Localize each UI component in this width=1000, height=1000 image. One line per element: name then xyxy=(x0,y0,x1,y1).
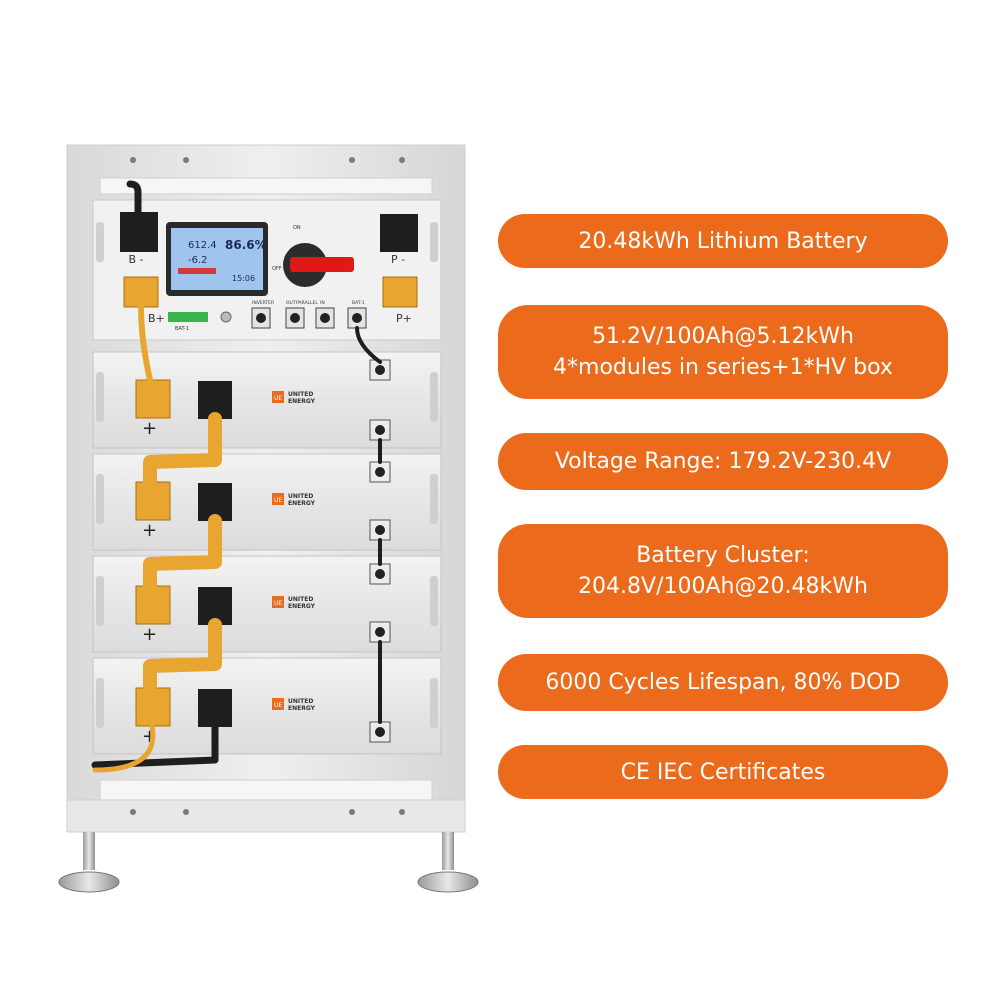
terminal-p-minus xyxy=(380,214,418,252)
rotary-isolator-switch: ON OFF xyxy=(272,225,354,287)
terminal-p-plus-label: P+ xyxy=(396,312,412,325)
svg-text:UNITED: UNITED xyxy=(288,493,313,500)
terminal-b-minus-label: B - xyxy=(128,253,143,266)
terminal-b-minus xyxy=(120,212,158,252)
feature-text: 20.48kWh Lithium Battery xyxy=(578,228,868,254)
feature-pill-battery-cluster: Battery Cluster: 204.8V/100Ah@20.48kWh xyxy=(498,524,948,618)
feature-text: Battery Cluster: xyxy=(636,543,810,568)
port-label-parallel: PARALLEL xyxy=(296,300,318,306)
lcd-time: 15:06 xyxy=(232,274,255,283)
port-label-inverter: INVERTER xyxy=(252,300,274,306)
feature-pill-certificates: CE IEC Certificates xyxy=(498,745,948,799)
brand-logo: UE UNITED ENERGY xyxy=(272,391,316,405)
svg-text:UE: UE xyxy=(274,497,282,504)
svg-text:UE: UE xyxy=(274,395,282,402)
svg-text:UNITED: UNITED xyxy=(288,698,313,705)
svg-text:UNITED: UNITED xyxy=(288,596,313,603)
terminal-b-plus-connector xyxy=(123,276,159,308)
feature-pill-module-spec: 51.2V/100Ah@5.12kWh 4*modules in series+… xyxy=(498,305,948,399)
power-cables xyxy=(91,180,382,773)
brand-logo: UE UNITED ENERGY xyxy=(272,596,316,610)
lcd-soc: 86.6% xyxy=(225,238,267,252)
svg-text:UE: UE xyxy=(274,600,282,607)
module-plus-label: + xyxy=(142,418,157,439)
brand-logo: UE UNITED ENERGY xyxy=(272,493,316,507)
feature-text: 204.8V/100Ah@20.48kWh xyxy=(578,574,868,599)
feature-text: 51.2V/100Ah@5.12kWh xyxy=(592,324,854,349)
feature-pill-capacity: 20.48kWh Lithium Battery xyxy=(498,214,948,268)
feature-text: 4*modules in series+1*HV box xyxy=(553,355,893,380)
green-terminal-label: BAT-1 xyxy=(175,326,189,332)
port-label-in: IN xyxy=(320,300,325,306)
terminal-b-plus-label: B+ xyxy=(148,312,165,325)
lcd-voltage: 612.4 xyxy=(188,240,217,251)
feature-text: Voltage Range: 179.2V-230.4V xyxy=(554,449,892,474)
svg-text:ENERGY: ENERGY xyxy=(288,603,316,610)
port-label-out: OUT xyxy=(286,300,296,306)
module-plus-label: + xyxy=(142,520,157,541)
hv-control-box: B - B+ 612.4 86.6% -6.2 15:06 ON OFF P -… xyxy=(92,199,442,341)
brand-logo: UE UNITED ENERGY xyxy=(272,698,316,712)
feature-text: CE IEC Certificates xyxy=(620,759,826,785)
feature-pill-voltage-range: Voltage Range: 179.2V-230.4V xyxy=(498,433,948,490)
terminal-p-plus-connector xyxy=(382,276,418,308)
svg-text:UE: UE xyxy=(274,702,282,709)
brand-logos: UE UNITED ENERGY UE UNITED ENERGY UE UNI… xyxy=(272,391,316,712)
feature-pill-lifespan: 6000 Cycles Lifespan, 80% DOD xyxy=(498,654,948,711)
battery-module-1: + xyxy=(92,351,442,449)
svg-text:ENERGY: ENERGY xyxy=(288,705,316,712)
terminal-p-minus-label: P - xyxy=(391,253,405,266)
green-terminal-block xyxy=(168,312,208,322)
feature-text: 6000 Cycles Lifespan, 80% DOD xyxy=(545,670,901,695)
svg-text:ENERGY: ENERGY xyxy=(288,500,316,507)
switch-on-label: ON xyxy=(293,225,301,231)
lcd-current: -6.2 xyxy=(188,255,208,266)
communication-ports: INVERTER OUT PARALLEL IN BAT-1 xyxy=(251,300,367,329)
switch-off-label: OFF xyxy=(272,266,282,272)
port-label-bat1: BAT-1 xyxy=(352,300,365,306)
lcd-display: 612.4 86.6% -6.2 15:06 xyxy=(166,222,268,296)
leveling-feet xyxy=(58,832,479,893)
module-plus-label: + xyxy=(142,624,157,645)
svg-text:UNITED: UNITED xyxy=(288,391,313,398)
svg-text:ENERGY: ENERGY xyxy=(288,398,316,405)
